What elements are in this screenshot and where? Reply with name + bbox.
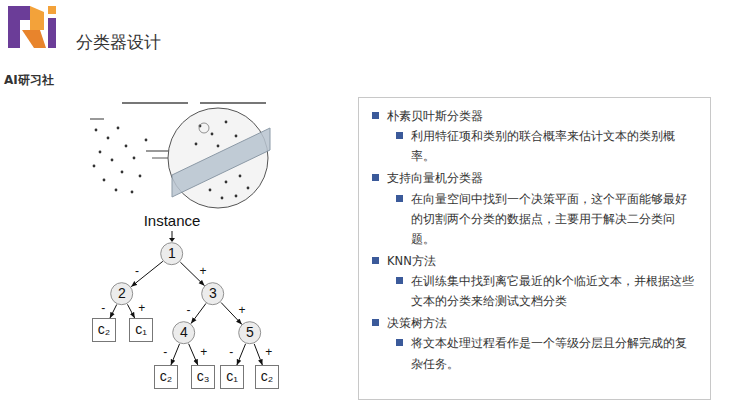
class-leaf-box: c₂ xyxy=(255,365,279,388)
root-label: Instance xyxy=(144,212,201,229)
class-leaf-box: c₁ xyxy=(220,365,244,388)
edge-sign: - xyxy=(162,346,168,358)
node-label: c₁ xyxy=(135,322,147,337)
edge-sign: - xyxy=(134,265,140,277)
class-leaf-box: c₃ xyxy=(191,365,216,388)
edge-sign: + xyxy=(199,346,208,358)
bullet-body: 在训练集中找到离它最近的k个临近文本，并根据这些文本的分类来给测试文档分类 xyxy=(411,271,698,311)
decision-circle: 4 xyxy=(172,321,195,344)
tree-edge xyxy=(254,344,262,365)
edge-sign: + xyxy=(264,346,273,358)
node-label: c₂ xyxy=(160,369,172,384)
edge-sign: - xyxy=(100,302,106,314)
tree-edge xyxy=(191,303,206,323)
tree-edge xyxy=(189,344,198,366)
node-label: c₃ xyxy=(197,369,210,384)
node-label: 4 xyxy=(180,325,188,340)
logo-text: AI研习社 xyxy=(4,72,54,89)
bullet-body: 在向量空间中找到一个决策平面，这个平面能够最好的切割两个分类的数据点，主要用于解… xyxy=(411,189,698,249)
decision-circle: 2 xyxy=(110,282,133,305)
slide-title: 分类器设计 xyxy=(76,31,161,54)
class-leaf-box: c₂ xyxy=(92,318,116,341)
node-label: 1 xyxy=(168,246,176,261)
bullet-heading: 朴素贝叶斯分类器 xyxy=(387,106,698,126)
tree-edge xyxy=(171,344,180,365)
bullet-heading: 决策树方法 xyxy=(387,313,698,333)
decision-circle: 5 xyxy=(238,321,261,344)
tree-edge xyxy=(131,261,163,286)
logo-mark xyxy=(8,6,56,48)
node-label: 3 xyxy=(209,286,217,301)
node-label: 2 xyxy=(118,286,126,301)
node-label: c₁ xyxy=(226,369,238,384)
node-label: c₂ xyxy=(98,322,110,337)
edge-sign: - xyxy=(228,346,234,358)
node-label: 5 xyxy=(246,325,254,340)
bullet-heading: 支持向量机分类器 xyxy=(387,168,698,188)
edge-sign: - xyxy=(185,304,191,316)
bullet-body: 将文本处理过程看作是一个等级分层且分解完成的复杂任务。 xyxy=(411,333,698,373)
svm-figure xyxy=(90,102,270,208)
text-panel: 朴素贝叶斯分类器利用特征项和类别的联合概率来估计文本的类别概率。支持向量机分类器… xyxy=(358,97,711,400)
class-leaf-box: c₁ xyxy=(129,318,153,341)
class-leaf-box: c₂ xyxy=(154,365,178,388)
tree-edge xyxy=(110,304,117,318)
instance-arrowhead xyxy=(169,238,175,242)
bullet-body: 利用特征项和类别的联合概率来估计文本的类别概率。 xyxy=(411,126,698,166)
bullet-heading: KNN方法 xyxy=(387,251,698,271)
decision-circle: 1 xyxy=(160,242,183,265)
edge-sign: + xyxy=(198,265,207,277)
decision-circle: 3 xyxy=(201,282,224,305)
tree-edge xyxy=(127,304,134,318)
tree-edge xyxy=(237,344,246,365)
edge-sign: + xyxy=(237,304,246,316)
node-label: c₂ xyxy=(261,369,273,384)
instance-leader xyxy=(172,231,173,238)
edge-sign: + xyxy=(137,302,146,314)
